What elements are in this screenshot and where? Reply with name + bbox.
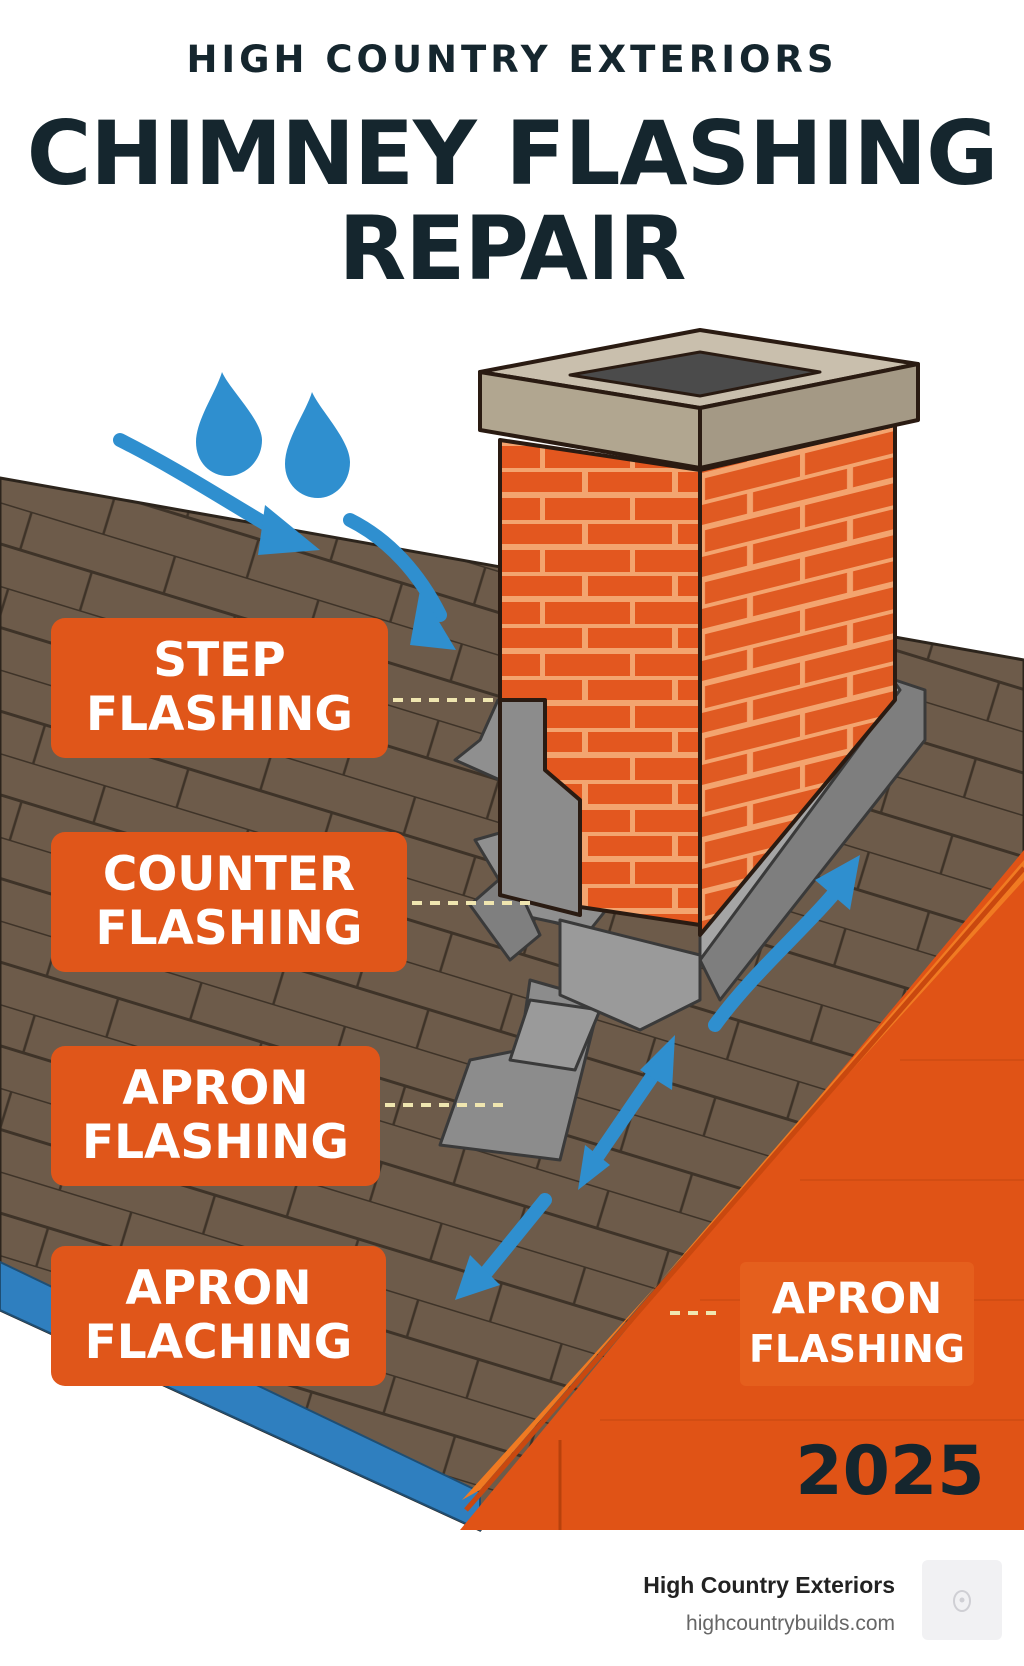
label-apron-flaching: APRON FLACHING xyxy=(51,1246,386,1386)
flashing-metal xyxy=(438,678,927,1162)
logo-icon[interactable] xyxy=(922,1560,1002,1640)
brick-chimney xyxy=(478,328,920,937)
label-line-1: APRON xyxy=(122,1061,309,1116)
label-line-2: FLASHING xyxy=(95,901,363,956)
label-line-1: APRON xyxy=(125,1261,312,1316)
footer-company-name: High Country Exteriors xyxy=(643,1572,895,1598)
label-line-2: FLASHING xyxy=(85,687,353,742)
page-title-line-1: CHIMNEY FLASHING xyxy=(26,102,999,205)
page-title-line-2: REPAIR xyxy=(338,197,687,300)
label-step-flashing: STEP FLASHING xyxy=(51,618,388,758)
logo-glyph-icon xyxy=(953,1590,971,1612)
label-line-1: COUNTER xyxy=(102,847,356,902)
footer-website-link[interactable]: highcountrybuilds.com xyxy=(686,1612,895,1635)
label-line-2: FLASHING xyxy=(749,1327,965,1371)
leader-lines xyxy=(385,698,720,1315)
label-line-2: FLASHING xyxy=(81,1115,349,1170)
brand-heading: HIGH COUNTRY EXTERIORS xyxy=(186,38,838,81)
label-line-1: STEP xyxy=(153,633,286,688)
label-line-1: APRON xyxy=(771,1274,943,1324)
year-label: 2025 xyxy=(795,1432,985,1511)
label-side-apron-flashing: APRON FLASHING xyxy=(740,1262,974,1386)
label-line-2: FLACHING xyxy=(84,1315,353,1370)
label-counter-flashing: COUNTER FLASHING xyxy=(51,832,407,972)
label-apron-flashing: APRON FLASHING xyxy=(51,1046,380,1186)
rain-drop-icon xyxy=(196,372,350,498)
water-flow-arrowheads xyxy=(258,505,860,1300)
